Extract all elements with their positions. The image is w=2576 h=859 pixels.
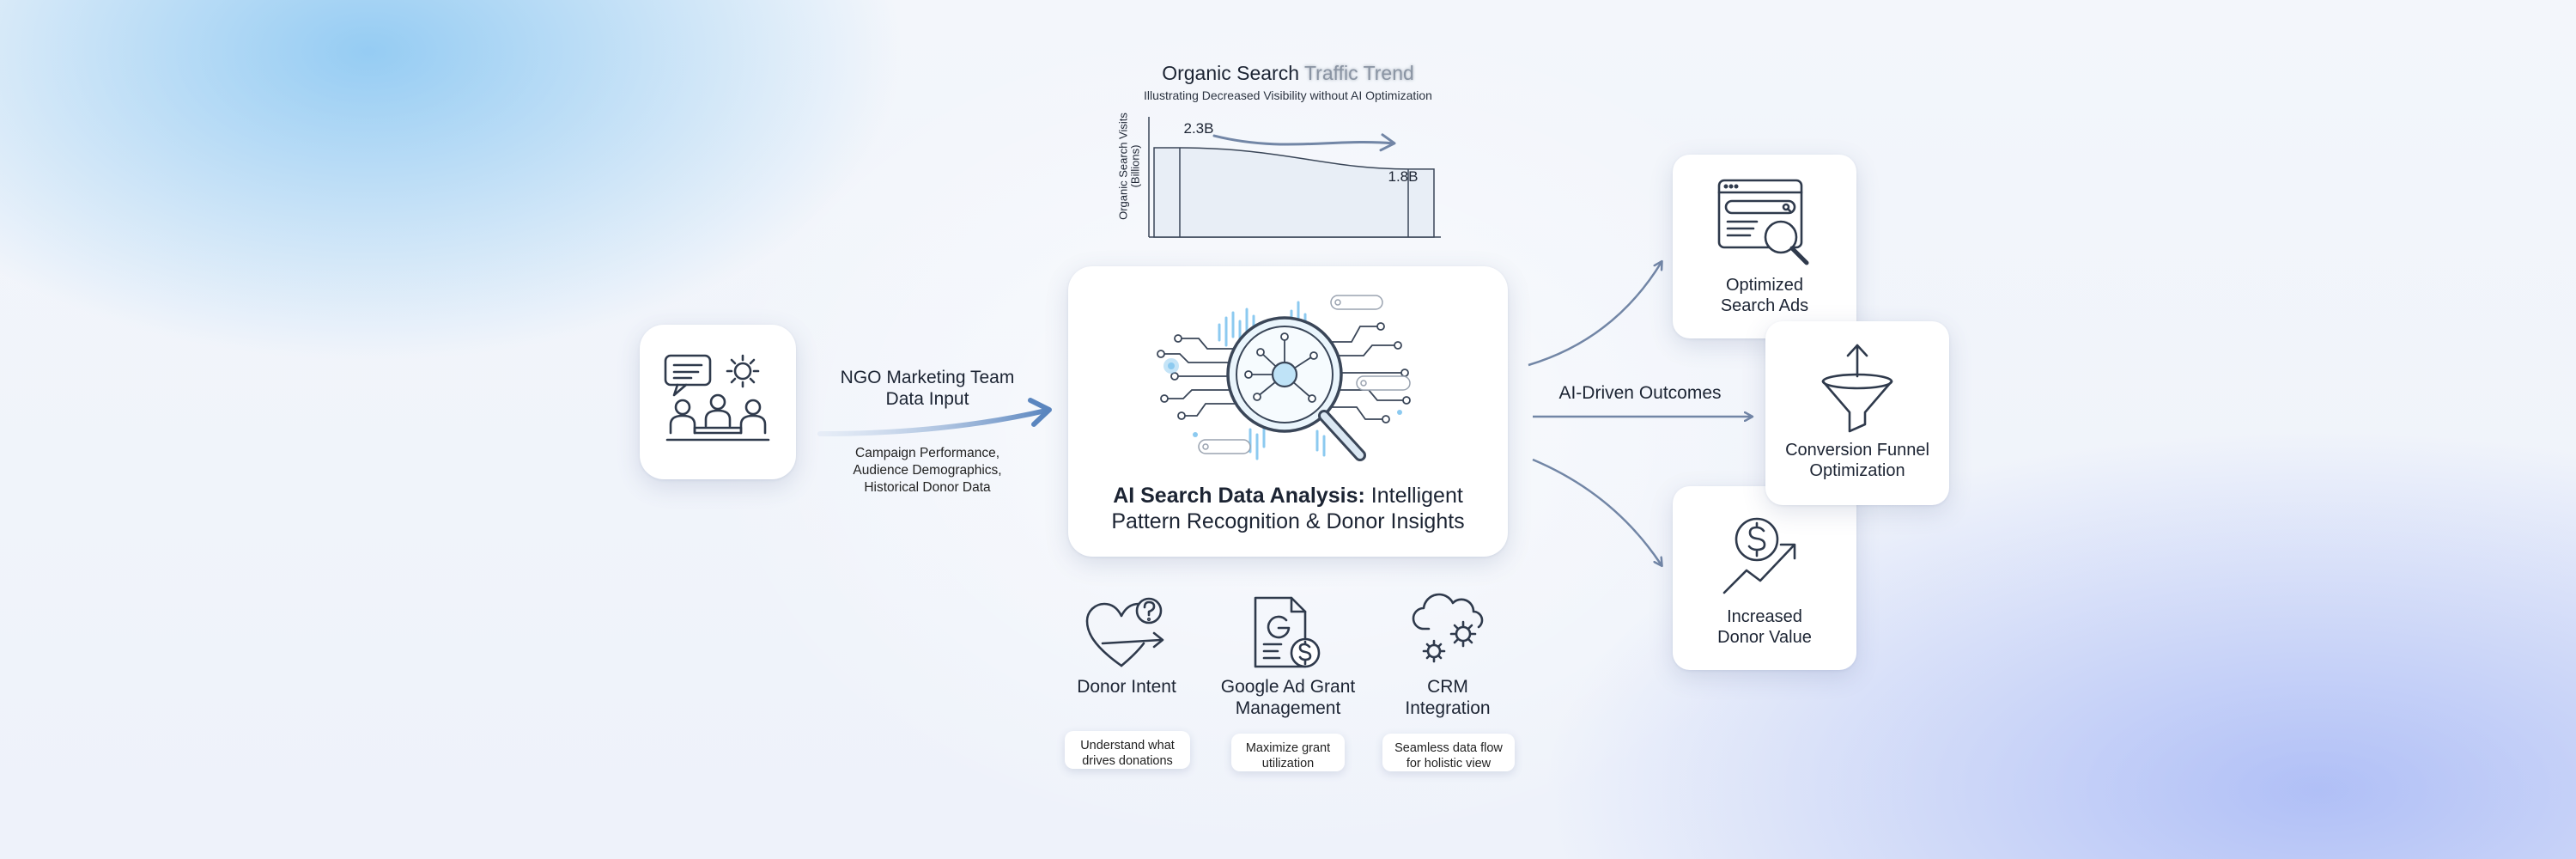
outcome-label-line-2: Donor Value: [1717, 628, 1812, 647]
input-description: Campaign Performance, Audience Demograph…: [803, 445, 1052, 497]
ai-analysis-card: AI Search Data Analysis: Intelligent Pat…: [1068, 266, 1508, 557]
chart-title: Organic Search Traffic Trend: [1030, 60, 1546, 86]
outcome-funnel-label: Conversion Funnel Optimization: [1765, 440, 1949, 481]
chart-start-label: 2.3B: [1183, 120, 1214, 137]
chart-y-label: Organic Search Visits (Billions): [1115, 113, 1142, 239]
outcome-label-line-2: Search Ads: [1720, 296, 1809, 315]
feature-title-line-1: CRM: [1427, 677, 1468, 697]
feature-desc-line-2: for holistic view: [1406, 757, 1492, 771]
feature-desc-line-1: Understand what: [1080, 739, 1175, 752]
feature-title-line-2: Management: [1235, 698, 1341, 718]
google-document-icon: [1254, 596, 1321, 668]
outcome-label-line-1: Conversion Funnel: [1785, 441, 1929, 460]
center-title-rest: Intelligent: [1364, 484, 1463, 508]
chart-ylabel-line-2: (Billions): [1128, 144, 1142, 188]
feature-donor-intent-title: Donor Intent: [1041, 676, 1212, 698]
outcome-donor-value-card: Increased Donor Value: [1673, 486, 1856, 670]
heart-question-icon: [1085, 597, 1164, 667]
chart-trend-arrow: [1212, 134, 1394, 146]
cloud-gears-icon: [1412, 593, 1484, 663]
input-arrow: [817, 408, 1048, 436]
feature-title-line-2: Integration: [1405, 698, 1491, 718]
input-desc-line-1: Campaign Performance,: [855, 446, 999, 460]
arrow-to-donor-value: [1532, 458, 1662, 565]
dollar-growth-icon: [1722, 517, 1796, 594]
input-desc-line-2: Audience Demographics,: [853, 463, 1002, 478]
feature-title-line-1: Donor Intent: [1077, 677, 1176, 697]
outcome-funnel-card: Conversion Funnel Optimization: [1765, 321, 1949, 505]
ai-magnifier-icon: [1157, 295, 1411, 461]
outcome-donor-value-label: Increased Donor Value: [1673, 606, 1856, 648]
traffic-chart: [1148, 117, 1441, 238]
outcomes-label: AI-Driven Outcomes: [1558, 383, 1722, 403]
outcome-search-ads-label: Optimized Search Ads: [1673, 275, 1856, 316]
outcome-label-line-1: Optimized: [1725, 276, 1804, 295]
feature-ad-grant-desc: Maximize grant utilization: [1231, 734, 1345, 771]
chart-title-part-1: Organic Search: [1162, 62, 1304, 84]
feature-desc-line-1: Maximize grant: [1245, 741, 1331, 755]
input-title: NGO Marketing Team Data Input: [803, 367, 1052, 410]
browser-search-icon: [1717, 179, 1809, 265]
feature-desc-line-2: utilization: [1261, 757, 1315, 771]
center-title-bold: AI Search Data Analysis:: [1113, 484, 1365, 508]
chart-ylabel-line-1: Organic Search Visits: [1116, 113, 1130, 220]
chart-trend-arrowhead: [1379, 133, 1396, 152]
feature-crm-desc: Seamless data flow for holistic view: [1382, 734, 1515, 771]
team-input-card: [640, 325, 796, 479]
feature-desc-line-1: Seamless data flow: [1394, 741, 1503, 755]
center-title-line-2: Pattern Recognition & Donor Insights: [1111, 509, 1465, 533]
funnel-arrow-icon: [1821, 344, 1893, 433]
outcome-label-line-1: Increased: [1727, 607, 1802, 626]
input-title-line-1: NGO Marketing Team: [840, 368, 1015, 387]
input-title-line-2: Data Input: [885, 389, 969, 409]
input-desc-line-3: Historical Donor Data: [864, 480, 991, 495]
chart-title-part-2: Traffic Trend: [1303, 62, 1414, 84]
chart-area: [1153, 147, 1435, 238]
chart-end-label: 1.8B: [1388, 168, 1419, 185]
feature-crm-title: CRM Integration: [1362, 676, 1534, 719]
feature-donor-intent-desc: Understand what drives donations: [1065, 731, 1190, 769]
outcome-search-ads-card: Optimized Search Ads: [1673, 155, 1856, 338]
feature-desc-line-2: drives donations: [1082, 754, 1173, 768]
feature-ad-grant-title: Google Ad Grant Management: [1202, 676, 1374, 719]
outcome-label-line-2: Optimization: [1809, 461, 1905, 480]
feature-title-line-1: Google Ad Grant: [1220, 677, 1356, 697]
center-title-line-1: AI Search Data Analysis: Intelligent: [1068, 483, 1508, 509]
arrow-to-search-ads: [1528, 262, 1662, 367]
chart-subtitle: Illustrating Decreased Visibility withou…: [1144, 88, 1432, 102]
team-meeting-icon: [664, 354, 770, 442]
